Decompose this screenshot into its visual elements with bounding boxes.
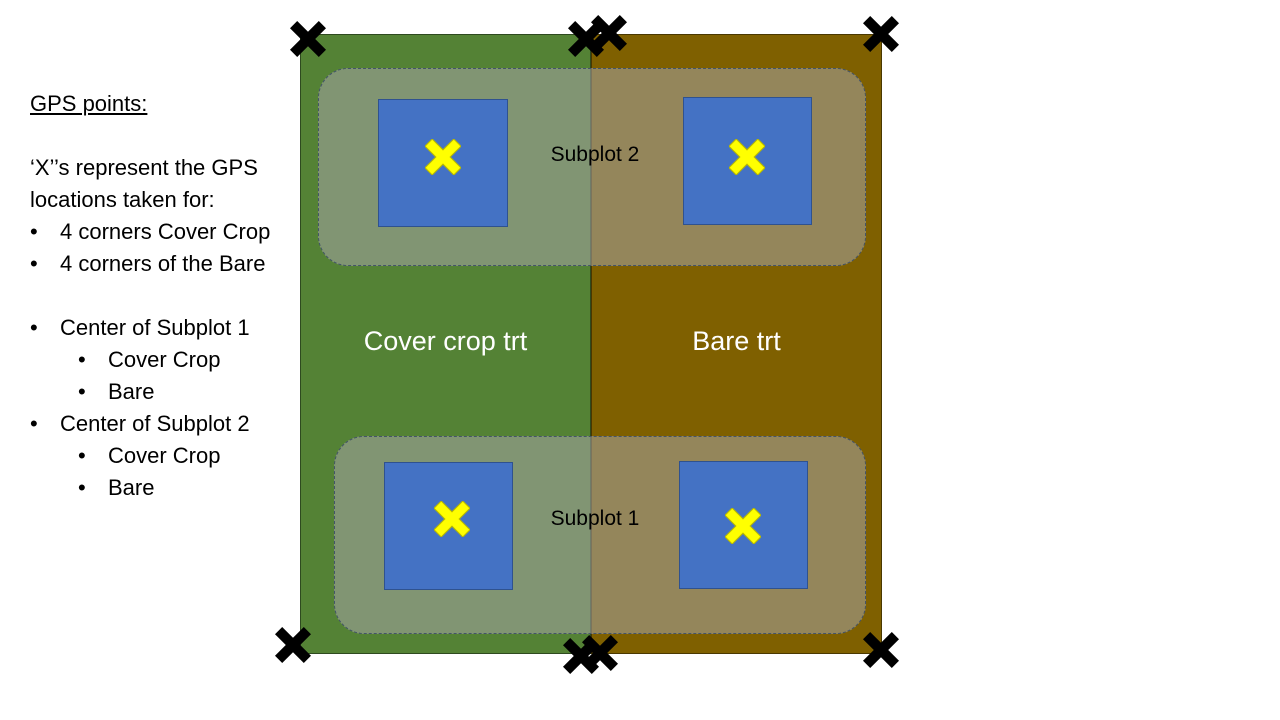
subplot-1-label: Subplot 1 (550, 507, 640, 530)
legend-intro: ‘X’’s represent the GPS locations taken … (30, 155, 258, 212)
bare-label: Bare trt (692, 326, 781, 356)
legend-list: 4 corners Cover Crop 4 corners of the Ba… (30, 216, 310, 504)
subplot-1-cover-center-x-icon (434, 501, 470, 537)
subplot-1-bare-square (679, 461, 808, 589)
subplot-1-bare-center-x-icon (725, 508, 761, 544)
gps-legend: GPS points: ‘X’’s represent the GPS loca… (30, 88, 310, 504)
legend-title: GPS points: (30, 91, 148, 116)
plot-field: Cover crop trt Bare trt Subplot 2 Subplo… (300, 34, 882, 654)
cover-top-left-corner-x-icon (290, 21, 326, 57)
legend-subitem-subplot2-bare: Bare (30, 472, 310, 504)
legend-item-cover-corners: 4 corners Cover Crop (30, 216, 310, 248)
bare-bottom-right-corner-x-icon (863, 632, 899, 668)
subplot-2-cover-center-x-icon (425, 139, 461, 175)
bare-top-left-corner-x-icon (591, 15, 627, 51)
cover-crop-label: Cover crop trt (363, 326, 528, 356)
legend-item-subplot2-center: Center of Subplot 2 (30, 408, 310, 440)
cover-bottom-left-corner-x-icon (275, 627, 311, 663)
legend-item-bare-corners: 4 corners of the Bare (30, 248, 310, 280)
legend-subitem-subplot1-cover: Cover Crop (30, 344, 310, 376)
legend-item-subplot1-center: Center of Subplot 1 (30, 312, 310, 344)
legend-subitem-subplot1-bare: Bare (30, 376, 310, 408)
subplot-2-label: Subplot 2 (550, 143, 640, 166)
subplot-2-bare-center-x-icon (729, 139, 765, 175)
bare-top-right-corner-x-icon (863, 16, 899, 52)
bare-bottom-left-corner-x-icon (582, 635, 618, 671)
legend-subitem-subplot2-cover: Cover Crop (30, 440, 310, 472)
